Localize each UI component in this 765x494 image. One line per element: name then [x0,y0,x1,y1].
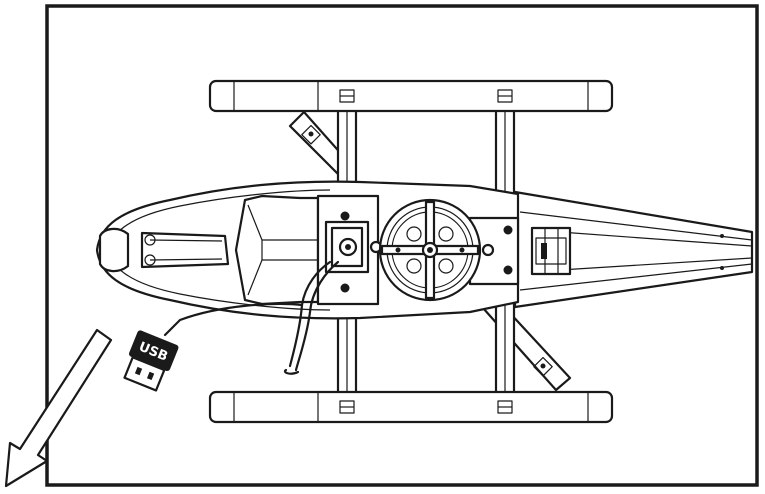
frame-border [45,4,759,487]
rotor-hub [378,198,520,302]
landing-skid-bottom [208,390,614,424]
landing-skid-top [208,79,614,113]
tail-boom [513,190,754,309]
direction-arrow [4,328,113,488]
usb-plug: USB [123,330,179,392]
usb-charging-cable: USB [123,260,340,392]
